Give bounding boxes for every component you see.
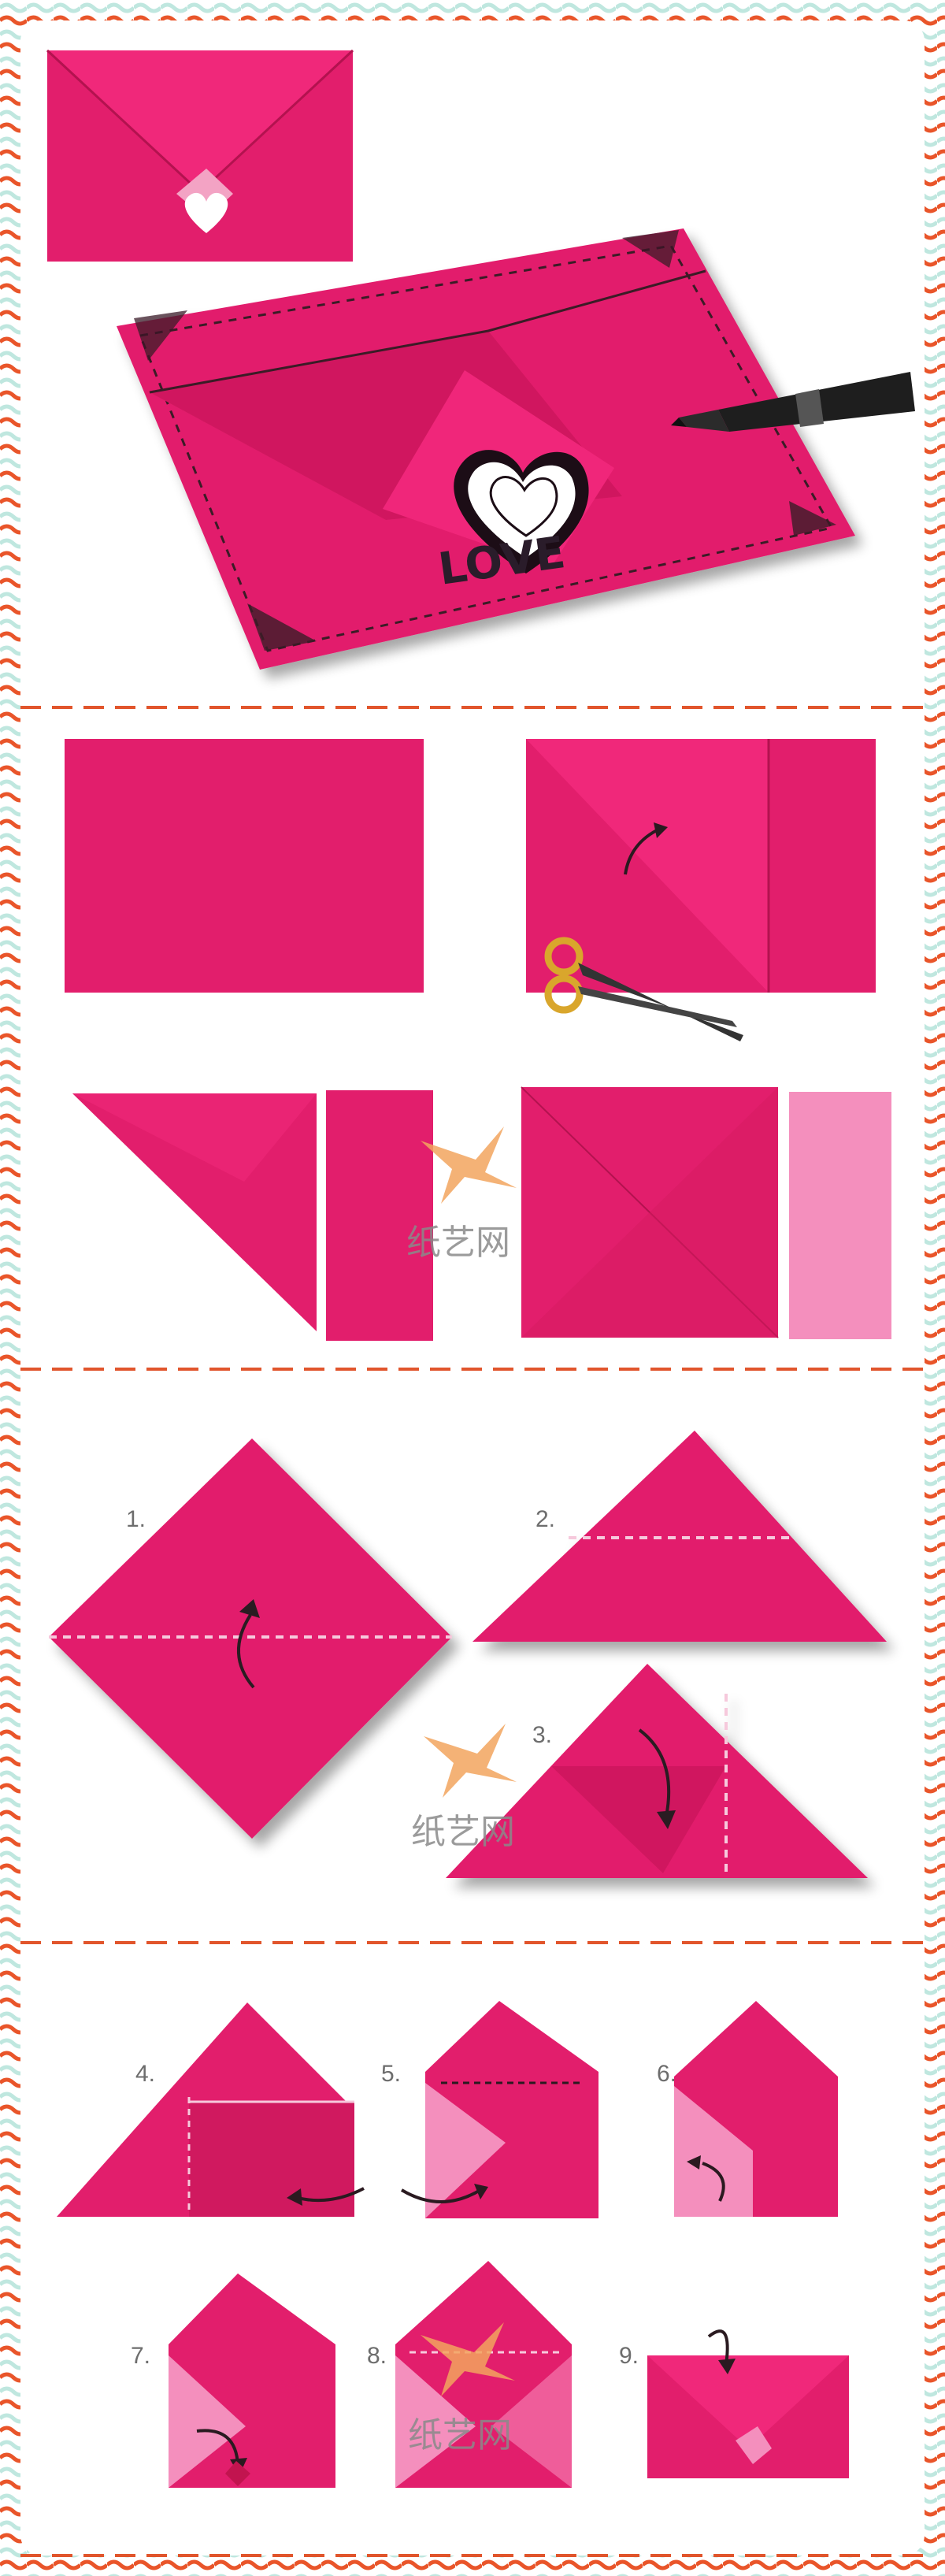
step-7-diagram — [169, 2273, 335, 2488]
step-label-5: 5. — [381, 2061, 401, 2087]
watermark-logo: 纸艺网 — [411, 1724, 517, 1852]
pen-icon — [671, 372, 915, 432]
triangle-and-strip — [72, 1090, 433, 1341]
scissors-icon — [544, 937, 743, 1041]
panel-dividers — [20, 706, 925, 2557]
watermark-logo: 纸艺网 — [408, 2322, 515, 2455]
panel-cut-square: 纸艺网 — [65, 739, 891, 1341]
step-label-1: 1. — [126, 1506, 146, 1532]
step-2-diagram — [472, 1431, 887, 1642]
step-label-2: 2. — [536, 1506, 555, 1532]
step-label-8: 8. — [367, 2343, 387, 2369]
step-label-3: 3. — [532, 1722, 552, 1748]
panel-steps-1-3: 1. 2. 3. 纸艺网 — [49, 1431, 887, 1878]
step-label-7: 7. — [131, 2343, 150, 2369]
step-label-9: 9. — [619, 2343, 639, 2369]
panel-finished-envelopes: LOVE — [46, 49, 915, 670]
step-6-diagram — [674, 2001, 838, 2217]
small-envelope-photo — [46, 49, 354, 262]
step-label-6: 6. — [657, 2061, 676, 2087]
folded-corner-paper — [526, 739, 876, 993]
watermark-logo: 纸艺网 — [406, 1127, 517, 1263]
watermark-text: 纸艺网 — [411, 1812, 515, 1852]
step-label-4: 4. — [135, 2061, 155, 2087]
watermark-text: 纸艺网 — [408, 2415, 512, 2455]
panel-steps-4-9: 4. 5. 6. 7. — [57, 2001, 849, 2488]
rectangle-paper — [65, 739, 424, 993]
unfolded-square-and-strip — [521, 1086, 891, 1339]
step-3-diagram — [446, 1664, 868, 1878]
watermark-text: 纸艺网 — [406, 1223, 510, 1263]
drawn-heart-icon — [454, 450, 589, 573]
heart-icon — [184, 192, 228, 233]
step-1-diagram — [49, 1438, 452, 1839]
decorated-envelope-photo: LOVE — [117, 228, 855, 670]
step-5-diagram — [400, 2001, 598, 2218]
step-9-diagram — [647, 2329, 849, 2478]
step-4-diagram — [57, 2003, 365, 2217]
